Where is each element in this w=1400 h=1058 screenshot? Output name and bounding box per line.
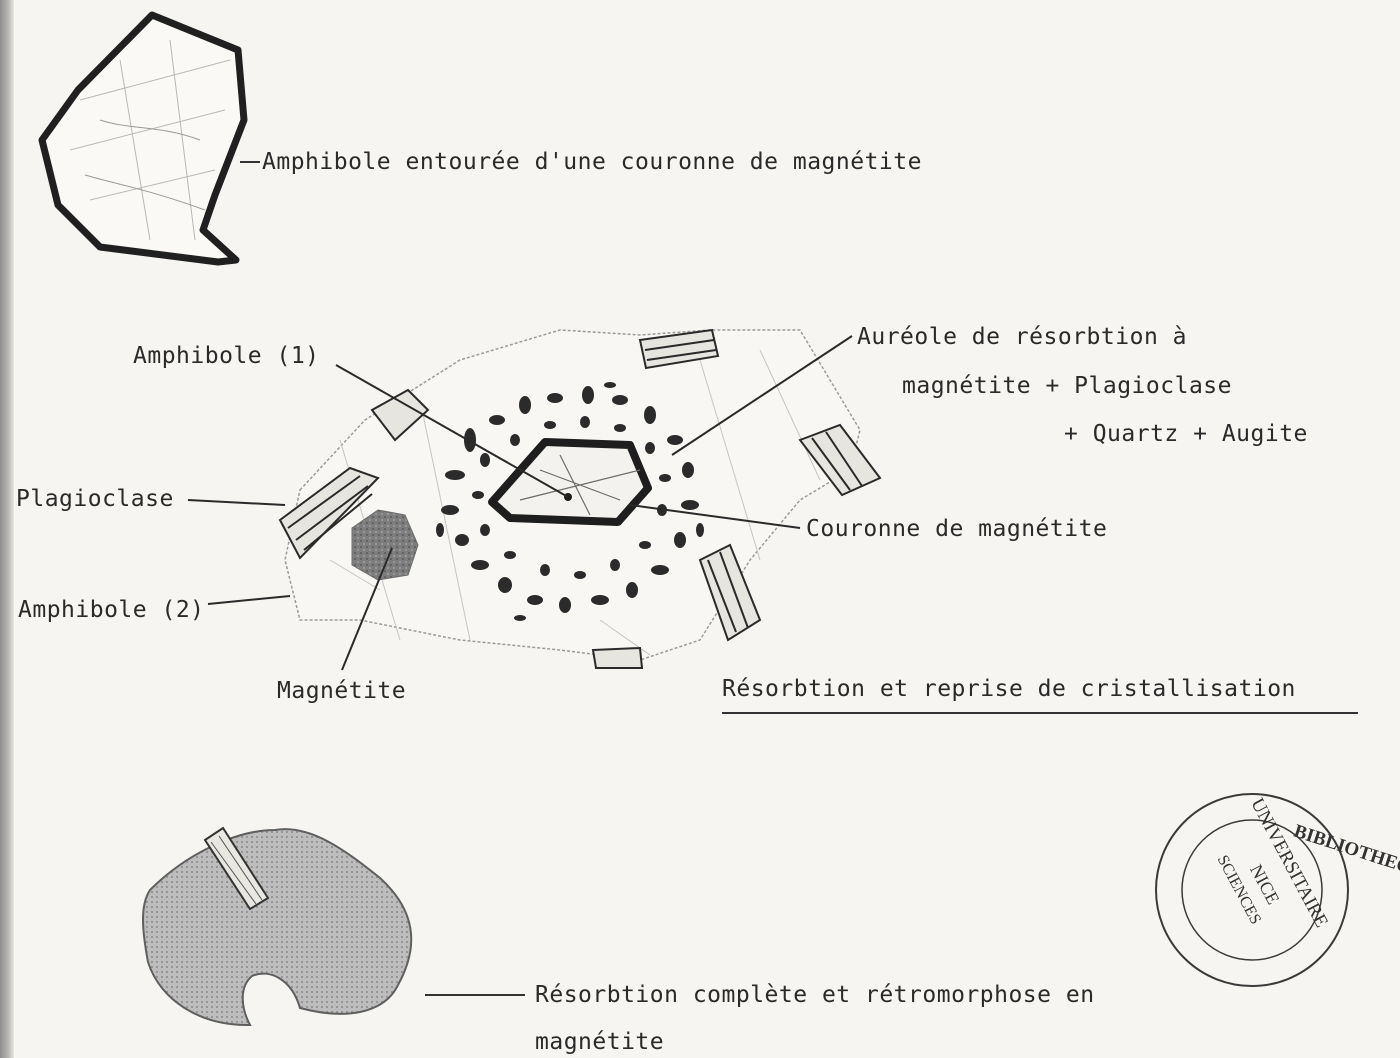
caption-underline <box>722 712 1358 714</box>
label-aureole-line1: Auréole de résorbtion à <box>857 323 1187 351</box>
label-resorbtion-complete-line2: magnétite <box>535 1028 664 1056</box>
label-aureole-line2: magnétite + Plagioclase <box>902 372 1232 400</box>
magnetite-pseudomorph <box>143 828 411 1025</box>
label-plagioclase: Plagioclase <box>16 485 174 513</box>
amphibole-corona-crystal <box>42 15 244 262</box>
label-resorbtion-complete-line1: Résorbtion complète et rétromorphose en <box>535 981 1095 1009</box>
label-amphibole-1: Amphibole (1) <box>133 342 320 370</box>
library-stamp: BIBLIOTHEQUE UNIVERSITAIRE NICE SCIENCES <box>1156 794 1400 986</box>
label-amphibole-corona: Amphibole entourée d'une couronne de mag… <box>262 148 922 176</box>
label-amphibole-2: Amphibole (2) <box>18 596 205 624</box>
label-aureole-line3: + Quartz + Augite <box>1064 420 1308 448</box>
label-magnetite: Magnétite <box>277 677 406 705</box>
label-couronne-magnetite: Couronne de magnétite <box>806 515 1107 543</box>
caption-resorbtion-reprise: Résorbtion et reprise de cristallisation <box>722 675 1296 703</box>
